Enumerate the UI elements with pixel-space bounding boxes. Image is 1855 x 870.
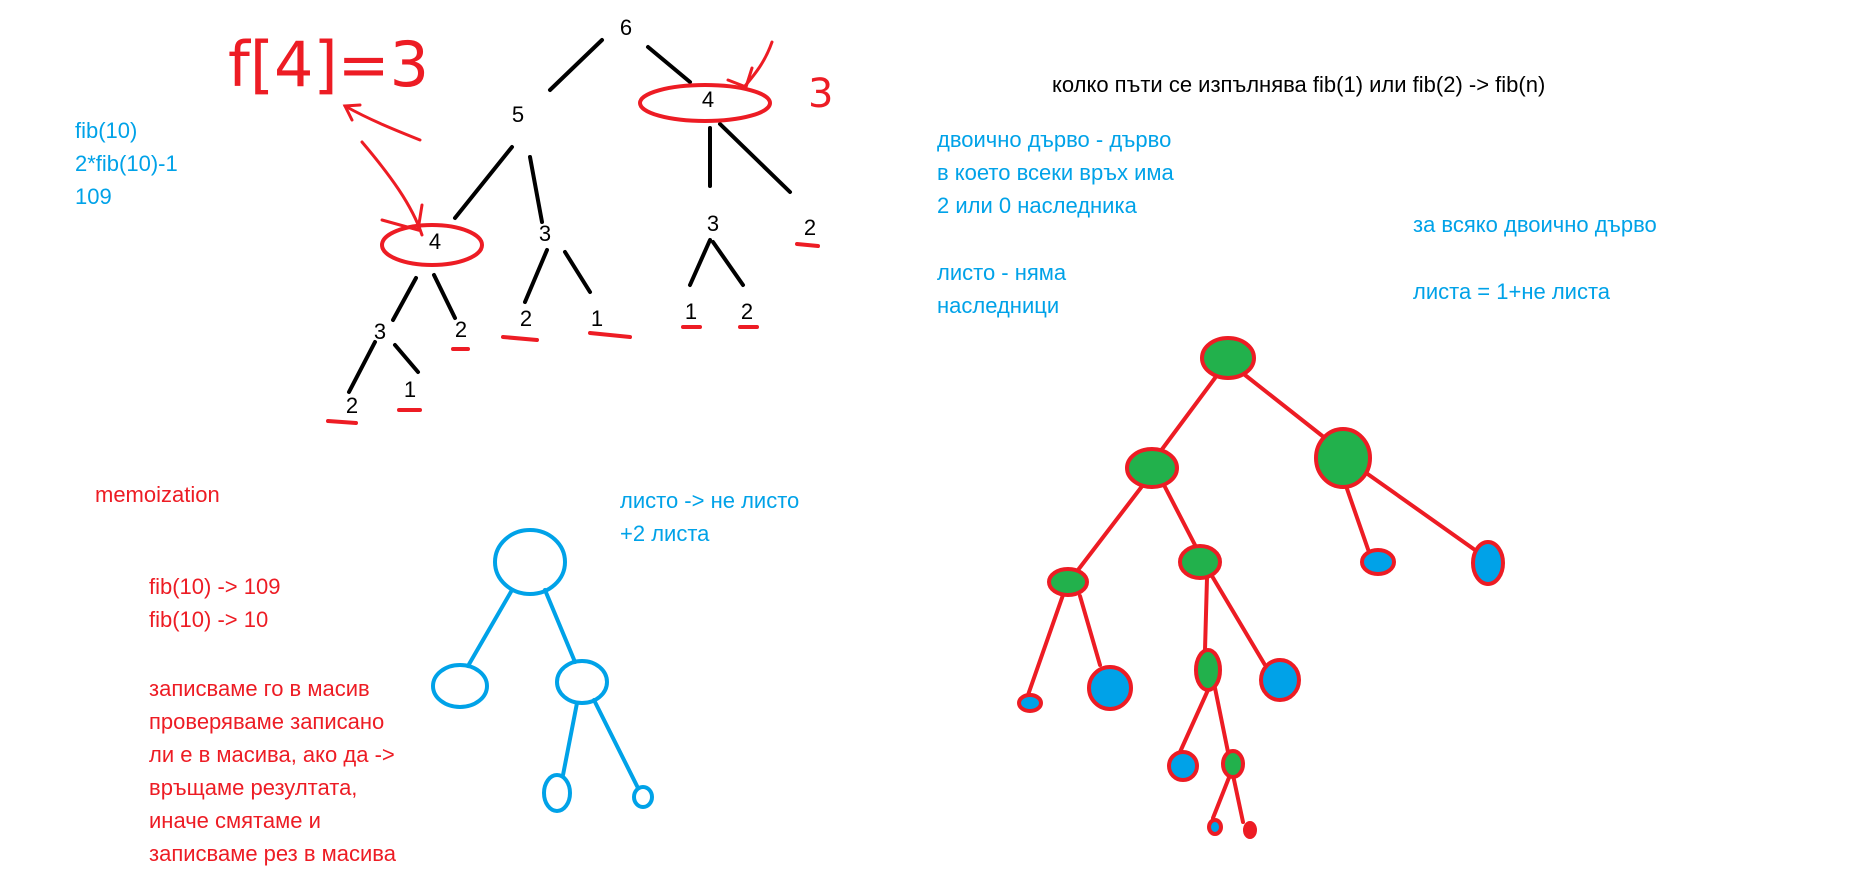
memo-note: f[4]=3	[228, 28, 430, 101]
every-binary-tree-note: за всяко двоично дърво	[1413, 212, 1657, 237]
memo-highlight-ellipse-right	[638, 83, 772, 123]
leaf-def-line-1: листо - няма	[937, 260, 1067, 285]
question-text: колко пъти се изпълнява fib(1) или fib(2…	[1052, 72, 1546, 97]
node-label-1-c: 1	[403, 377, 417, 402]
binary-tree-def-line-3: 2 или 0 наследника	[937, 193, 1137, 218]
memo-step-line-2: проверяваме записано	[149, 709, 385, 734]
memo-result-line-2: fib(10) -> 10	[149, 607, 269, 632]
memo-steps: записваме го в масив проверяваме записан…	[149, 672, 396, 870]
leaf-transform-line-1: листо -> не листо	[620, 488, 800, 513]
colored-binary-tree	[1017, 336, 1505, 839]
leaves-formula: листа = 1+не листа	[1413, 279, 1611, 304]
memo-step-line-1: записваме го в масив	[149, 676, 370, 701]
fib-tree-edges	[347, 38, 792, 394]
binary-tree-def-line-2: в което всеки връх има	[937, 160, 1174, 185]
fib-count-line-2: 2*fib(10)-1	[75, 151, 178, 176]
node-label-4-left: 4	[428, 229, 442, 254]
node-label-5: 5	[511, 102, 525, 127]
memo-results: fib(10) -> 109 fib(10) -> 10	[149, 570, 280, 636]
memo-step-line-5: иначе смятаме и	[149, 808, 321, 833]
node-label-2-e: 2	[345, 393, 359, 418]
node-label-1-a: 1	[590, 306, 604, 331]
node-label-1-b: 1	[684, 299, 698, 324]
node-label-root: 6	[619, 15, 633, 40]
binary-tree-def-line-1: двоично дърво - дърво	[937, 127, 1172, 152]
memo-step-line-4: връщаме резултата,	[149, 775, 358, 800]
red-arrows	[342, 40, 774, 237]
blue-example-tree	[431, 528, 654, 813]
leaf-transform-note: листо -> не листо +2 листа	[620, 484, 799, 550]
leaf-definition: листо - няма наследници	[937, 256, 1066, 322]
node-label-2-d: 2	[740, 299, 754, 324]
leaf-def-line-2: наследници	[937, 293, 1060, 318]
memo-value-note: 3	[808, 71, 834, 117]
node-label-2-a: 2	[803, 215, 817, 240]
leaf-transform-line-2: +2 листа	[620, 521, 710, 546]
node-label-2-c: 2	[519, 306, 533, 331]
fib-count-line-3: 109	[75, 184, 112, 209]
memo-step-line-6: записваме рез в масива	[149, 841, 396, 866]
memoization-title: memoization	[95, 482, 220, 507]
memo-step-line-3: ли е в масива, ако да ->	[149, 742, 395, 767]
binary-tree-definition: двоично дърво - дърво в което всеки връх…	[937, 123, 1174, 222]
node-label-3-c: 3	[373, 319, 387, 344]
node-label-3-b: 3	[706, 211, 720, 236]
fib-count-line-1: fib(10)	[75, 118, 138, 143]
leaf-underlines	[326, 242, 820, 425]
node-label-3-a: 3	[538, 221, 552, 246]
node-label-2-b: 2	[454, 317, 468, 342]
memo-result-line-1: fib(10) -> 109	[149, 574, 281, 599]
memo-highlight-ellipse-left	[380, 223, 484, 267]
fib-count-note: fib(10) 2*fib(10)-1 109	[75, 114, 178, 213]
node-label-4-right: 4	[701, 87, 715, 112]
